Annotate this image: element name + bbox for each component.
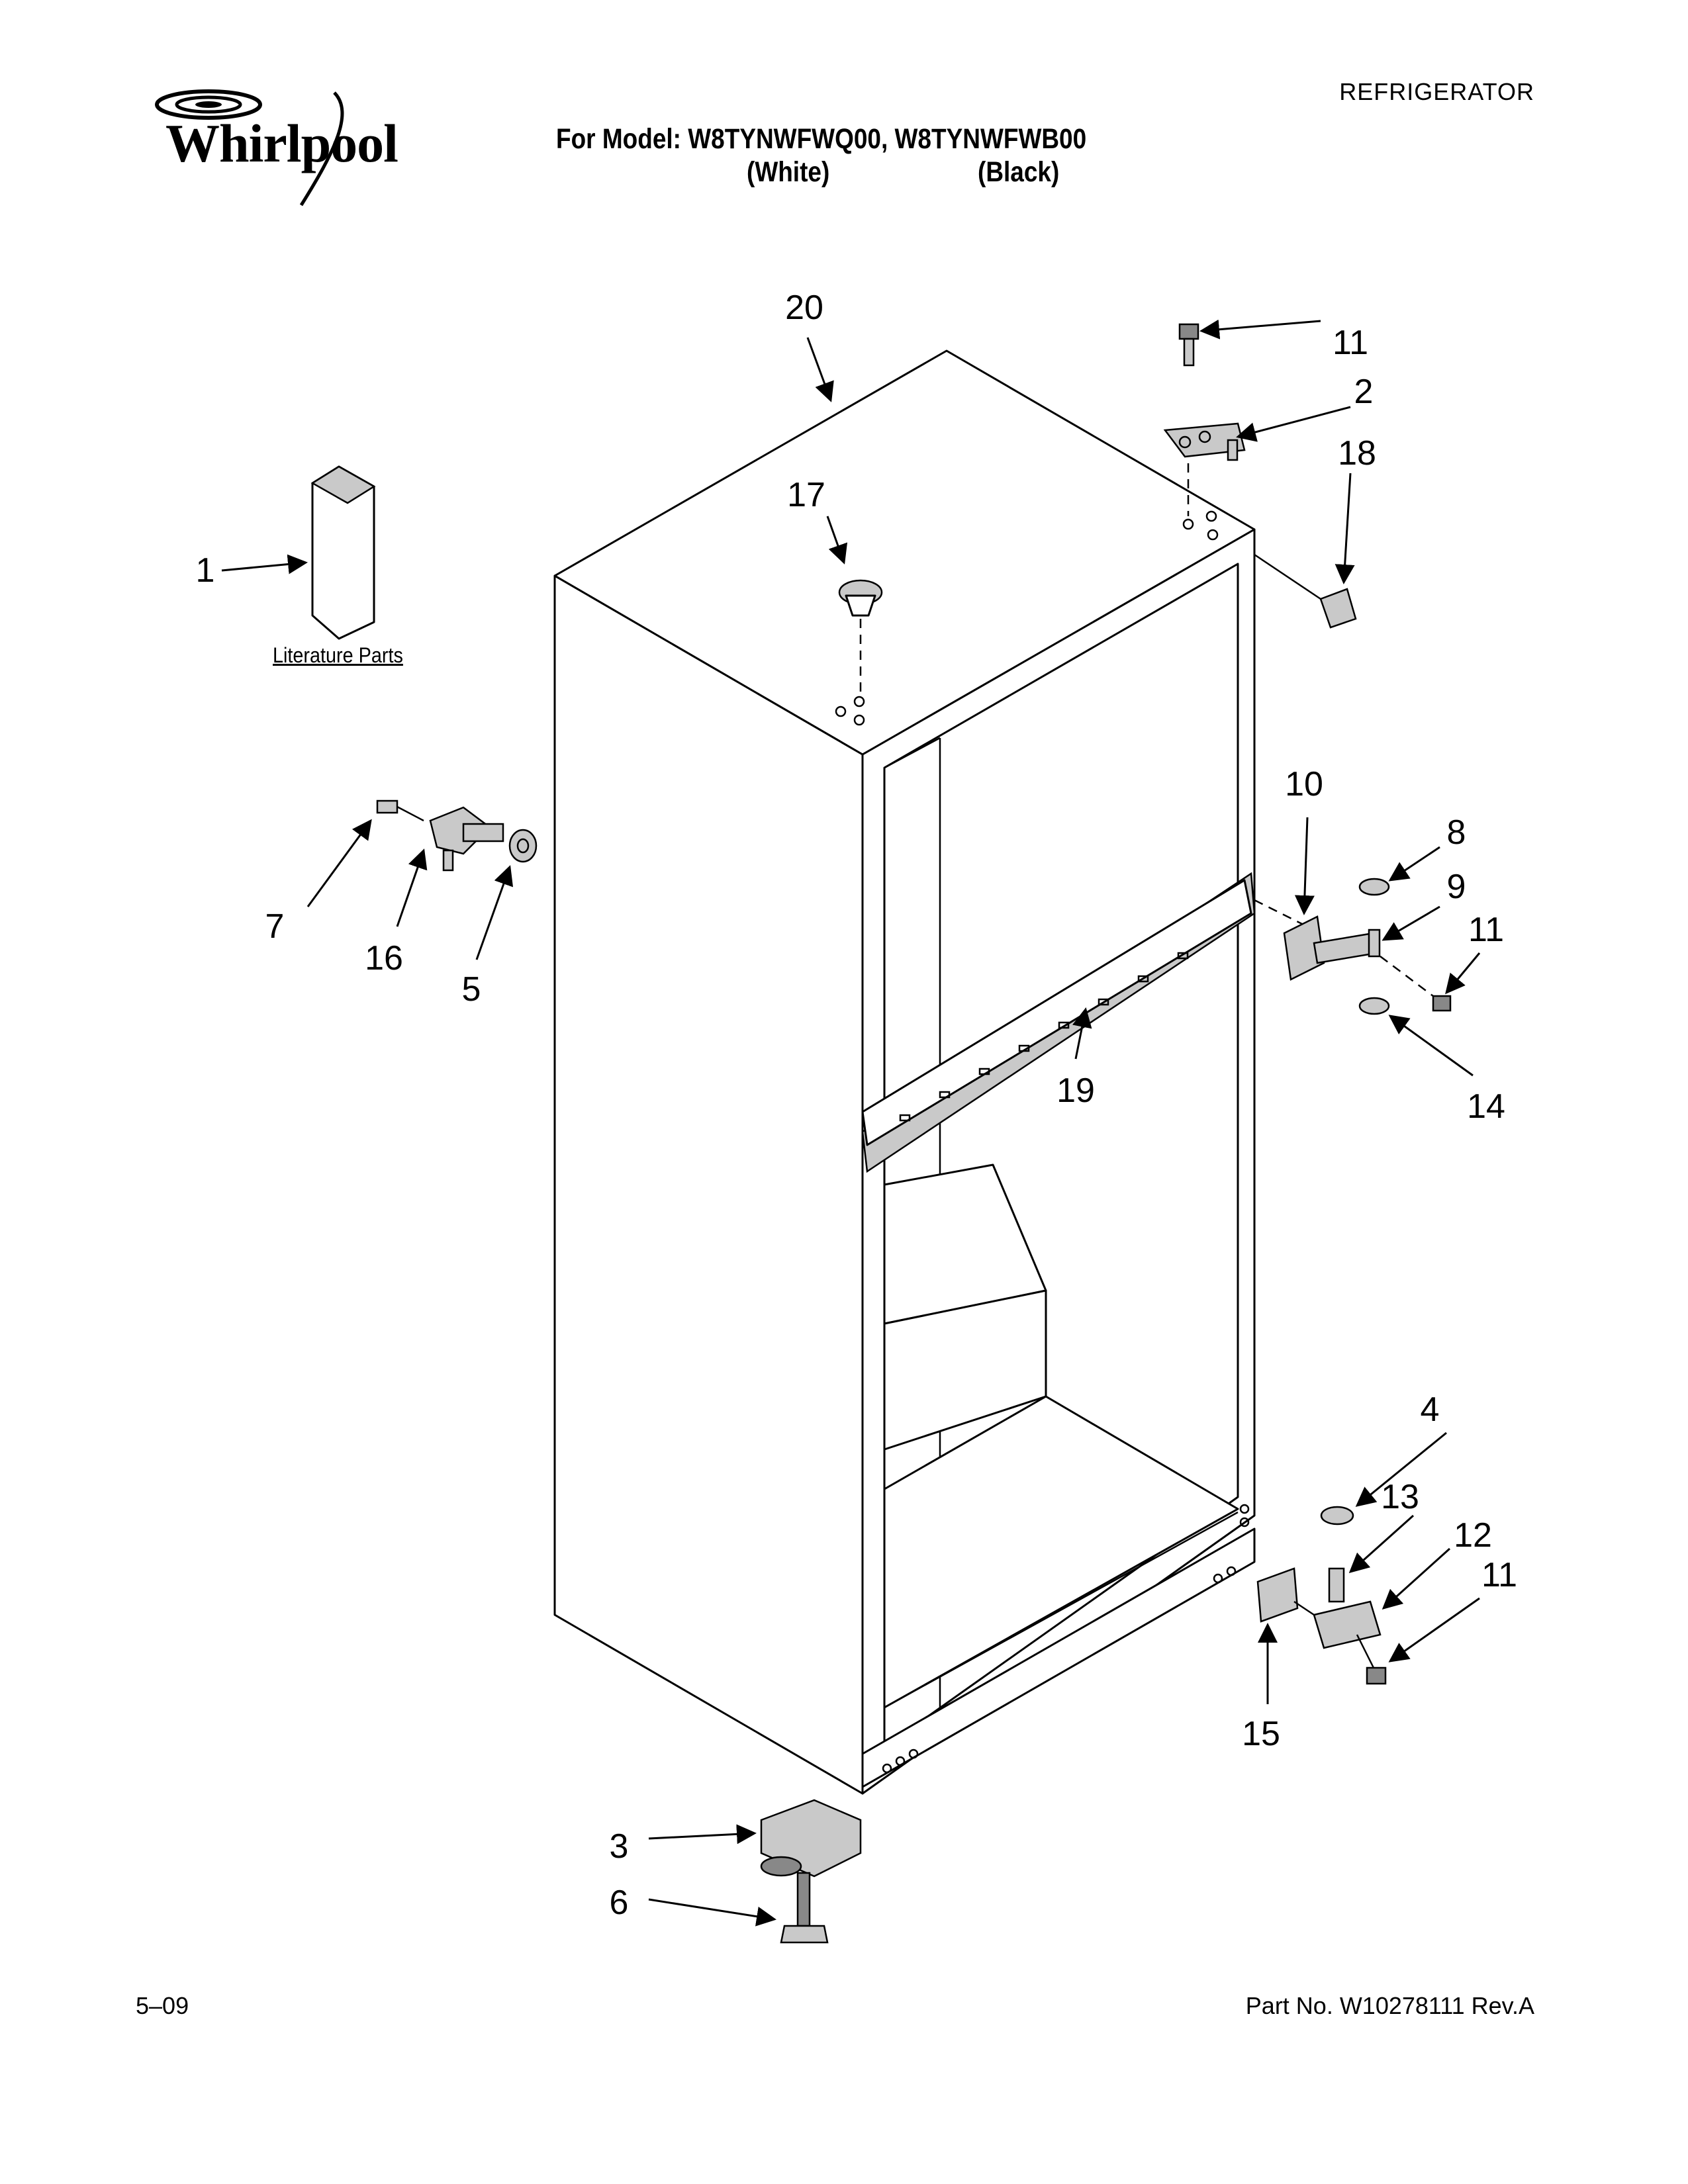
screw-7: [376, 799, 399, 814]
callout-6: 6: [609, 1884, 629, 1922]
callout-16: 16: [365, 939, 403, 978]
washer-4: [1320, 1506, 1354, 1525]
document-type: REFRIGERATOR: [1339, 78, 1534, 105]
callout-18: 18: [1338, 434, 1376, 473]
callout-11-bottom: 11: [1481, 1556, 1517, 1594]
callout-2: 2: [1354, 373, 1374, 411]
callout-1: 1: [195, 551, 215, 590]
bushing-5: [508, 829, 538, 863]
rail-slots: [899, 952, 1189, 1122]
callout-4: 4: [1420, 1390, 1440, 1429]
callout-19: 19: [1056, 1071, 1095, 1110]
callout-8: 8: [1446, 813, 1466, 852]
color-black: (Black): [978, 156, 1060, 188]
callout-17: 17: [787, 476, 825, 514]
screw-11-bottom: [1366, 1666, 1387, 1685]
whirlpool-logo: Whirlpool: [136, 86, 414, 218]
washer-14: [1358, 997, 1390, 1015]
screw-11-mid: [1432, 995, 1452, 1012]
screw-11-top: [1178, 323, 1199, 340]
cabinet-side: [553, 574, 864, 1795]
leveler-screw: [796, 1872, 811, 1927]
model-line: For Model: W8TYNWFWQ00, W8TYNWFWB00: [556, 123, 1087, 155]
washer-8: [1358, 878, 1390, 896]
leader-lines: [221, 319, 1481, 1927]
center-hinge-9: [1313, 932, 1378, 964]
hinge-cap-18: [1319, 588, 1357, 629]
color-white: (White): [747, 156, 830, 188]
whirlpool-swirl-icon: [155, 89, 344, 206]
callout-14: 14: [1467, 1087, 1505, 1126]
callout-7: 7: [265, 907, 285, 946]
hinge-shim-10: [1283, 915, 1325, 981]
shim-15: [1256, 1567, 1299, 1623]
callout-9: 9: [1446, 868, 1466, 906]
literature-parts-label: Literature Parts: [273, 643, 403, 667]
callout-12: 12: [1454, 1516, 1492, 1555]
hinge-pin-13: [1328, 1567, 1345, 1603]
callout-15: 15: [1242, 1715, 1280, 1753]
part-number: Part No. W10278111 Rev.A: [1245, 1992, 1534, 2019]
bottom-hinge-12: [1313, 1600, 1382, 1649]
top-hinge-2: [1163, 422, 1246, 458]
revision-date: 5–09: [136, 1992, 189, 2019]
leveler-6: [780, 1925, 829, 1944]
callout-11-mid: 11: [1468, 911, 1504, 949]
callout-11-top: 11: [1333, 324, 1368, 362]
callout-20: 20: [785, 289, 823, 327]
brand-name: Whirlpool: [165, 113, 399, 173]
callout-13: 13: [1381, 1478, 1419, 1516]
callout-5: 5: [461, 970, 481, 1009]
callout-10: 10: [1285, 765, 1323, 803]
callout-3: 3: [609, 1827, 629, 1866]
